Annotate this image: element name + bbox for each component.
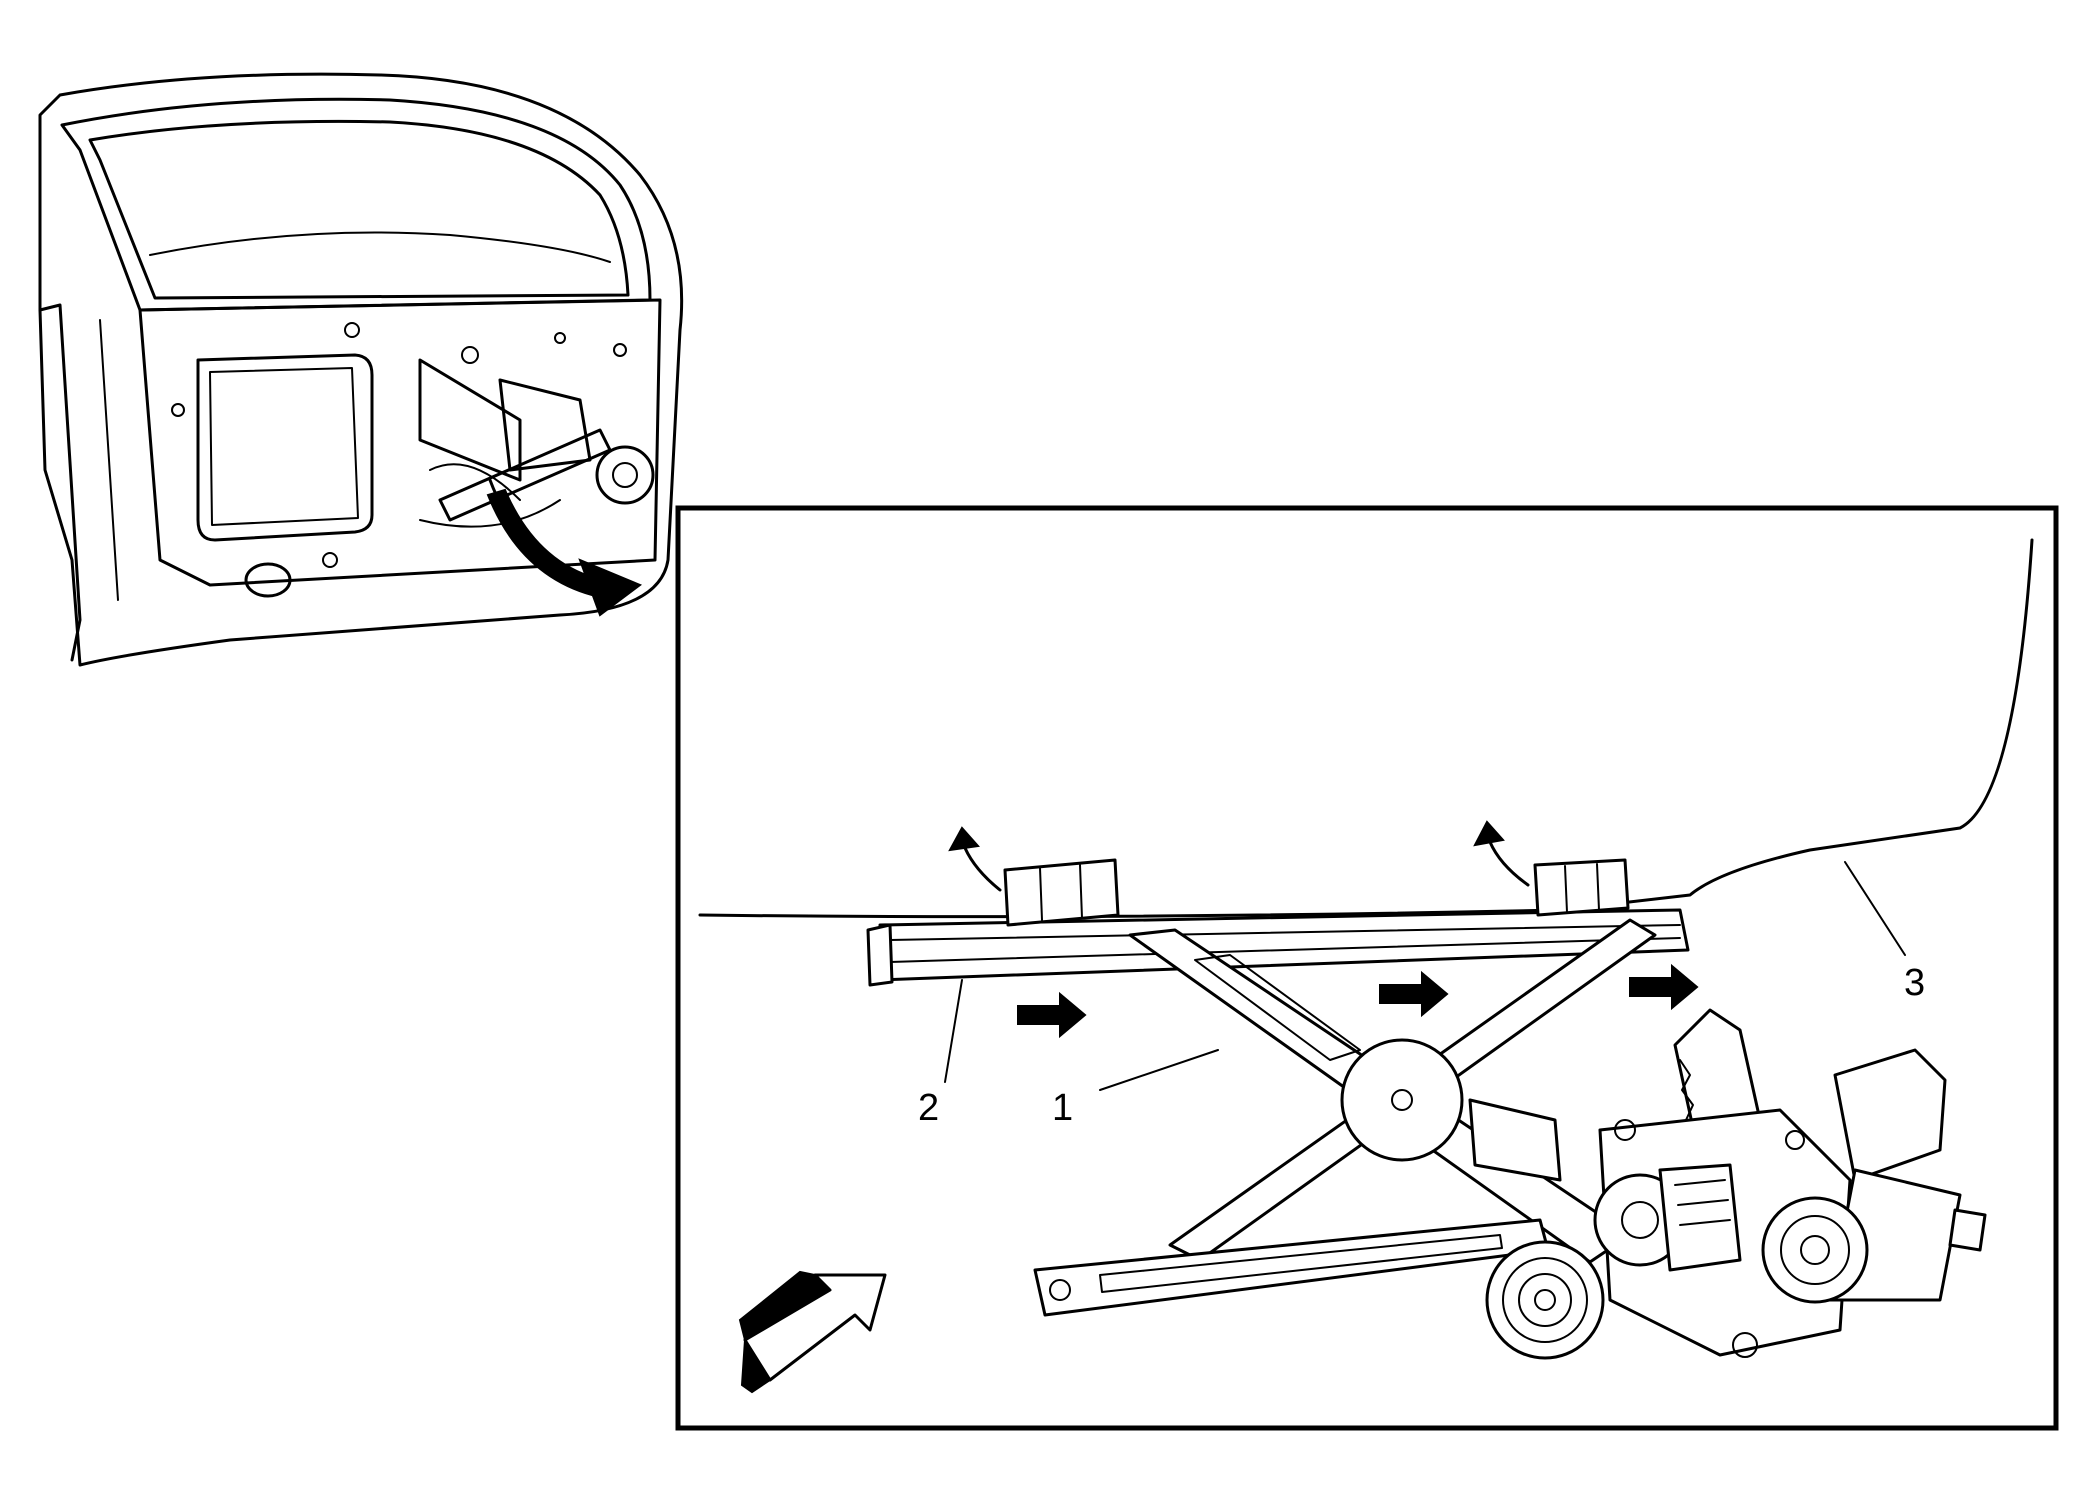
callout-leaders: [944, 861, 1906, 1091]
direction-arrow: [1017, 963, 1699, 1039]
view-direction-arrow: [738, 1270, 887, 1394]
callout-1: 1: [1052, 1087, 1073, 1129]
detail-frame: [675, 505, 2059, 1431]
callout-2: 2: [918, 1087, 939, 1129]
door-overview: [38, 72, 684, 667]
detail-zoom-arrow: [486, 478, 642, 617]
regulator-motor: [1761, 1048, 1987, 1304]
callout-3: 3: [1904, 962, 1925, 1004]
